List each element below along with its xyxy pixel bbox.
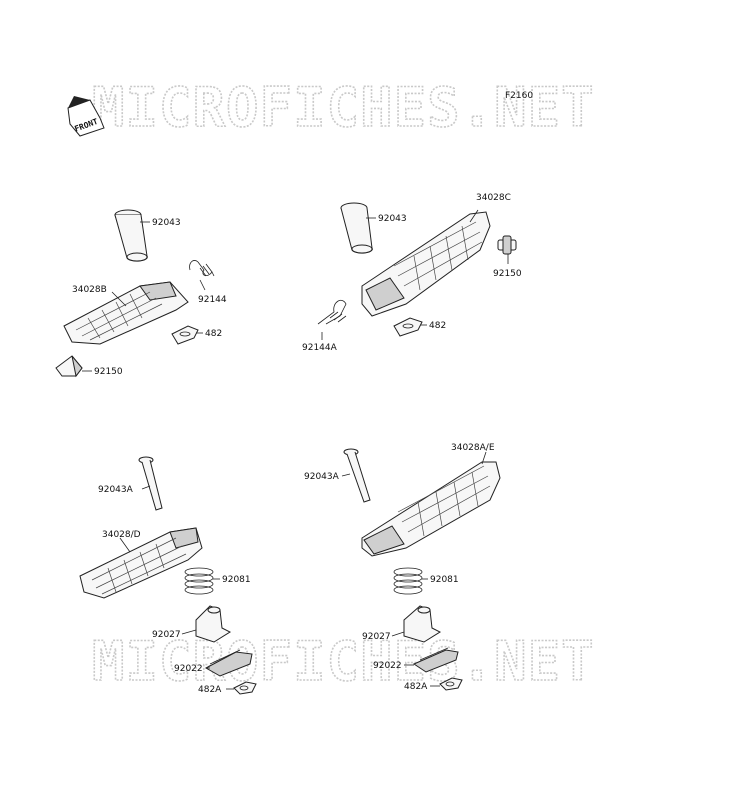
front-arrow-icon: FRONT: [67, 96, 105, 137]
label-bl-92043A: 92043A: [98, 485, 134, 495]
label-tl-92144: 92144: [198, 295, 227, 305]
clip-482-top-left: [171, 325, 199, 345]
label-bl-34028D: 34028/D: [102, 530, 141, 540]
label-bl-92027: 92027: [152, 630, 181, 640]
pin-92043-top-right: [340, 202, 373, 254]
label-br-92027: 92027: [362, 632, 391, 642]
label-br-92043A: 92043A: [304, 472, 340, 482]
label-br-34028AE: 34028A/E: [451, 443, 495, 453]
pin-92043A-bottom-right: [343, 448, 371, 503]
label-bl-92022: 92022: [174, 664, 203, 674]
spring-92144A: [317, 299, 347, 325]
label-tl-92043: 92043: [152, 218, 181, 228]
assembly-bottom-right: 92043A 34028A/E 92081: [304, 443, 501, 692]
label-br-92022: 92022: [373, 661, 402, 671]
spring-92081-bottom-right: [393, 567, 423, 595]
label-br-92081: 92081: [430, 575, 459, 585]
footpeg-34028C: [361, 211, 491, 317]
stopper-92150-top-right: [497, 235, 517, 255]
spring-92081-bottom-left: [184, 567, 214, 595]
footpeg-34028B: [63, 281, 189, 345]
label-bl-92081: 92081: [222, 575, 251, 585]
spring-92144-top-left: [189, 260, 215, 277]
label-tl-92150: 92150: [94, 367, 123, 377]
label-tl-482: 482: [205, 329, 222, 339]
clip-482A-bottom-left: [233, 681, 257, 695]
watermark-bottom: MICROFICHES.NET: [92, 630, 595, 693]
pin-92043A-bottom-left: [138, 456, 163, 511]
assembly-bottom-left: 92043A 34028/D 92081: [79, 456, 257, 695]
clip-482A-bottom-right: [439, 677, 463, 691]
pivot-92027-bottom-right: [403, 605, 442, 643]
clip-482-top-right: [393, 317, 423, 337]
label-bl-482A: 482A: [198, 685, 222, 695]
assembly-top-right: 34028C 92043 92150 92144A 482: [302, 193, 522, 353]
pivot-92027-bottom-left: [195, 605, 232, 643]
label-tl-34028B: 34028B: [72, 285, 107, 295]
label-tr-34028C: 34028C: [476, 193, 511, 203]
label-tr-92043: 92043: [378, 214, 407, 224]
footpeg-34028D: [79, 527, 203, 599]
assembly-top-left: 92043 92144 34028B: [55, 209, 227, 378]
label-tr-92150: 92150: [493, 269, 522, 279]
diagram-code: F2160: [505, 91, 533, 101]
stopper-92150-top-left: [55, 355, 83, 378]
bracket-92022-bottom-right: [412, 647, 459, 673]
bracket-92022-bottom-left: [204, 649, 253, 677]
pin-92043-top-left: [114, 209, 148, 262]
footpeg-34028AE: [361, 461, 501, 557]
label-br-482A: 482A: [404, 682, 428, 692]
watermark-top: MICROFICHES.NET: [92, 76, 595, 139]
label-tr-92144A: 92144A: [302, 343, 338, 353]
label-tr-482: 482: [429, 321, 446, 331]
